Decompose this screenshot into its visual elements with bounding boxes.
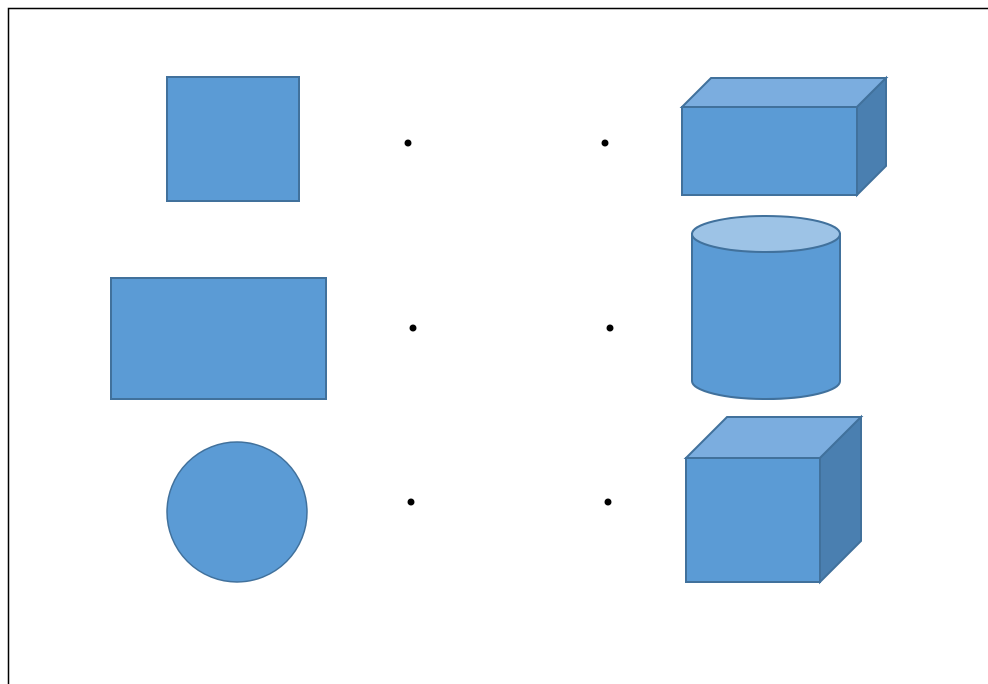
square-shape[interactable] <box>166 76 300 202</box>
rectangle-shape[interactable] <box>110 277 327 400</box>
match-dot-right-2[interactable] <box>606 324 614 332</box>
worksheet-frame <box>7 7 988 684</box>
cylinder-body <box>691 233 841 400</box>
cylinder-shape[interactable] <box>691 215 841 400</box>
cube-shape[interactable] <box>683 414 864 585</box>
cuboid-front-face <box>681 106 858 196</box>
match-dot-right-1[interactable] <box>601 139 609 147</box>
cylinder-top-face <box>691 215 841 253</box>
match-dot-left-2[interactable] <box>409 324 417 332</box>
match-dot-right-3[interactable] <box>604 498 612 506</box>
match-dot-left-3[interactable] <box>407 498 415 506</box>
cuboid-shape[interactable] <box>679 75 889 198</box>
cube-front-face <box>685 457 821 583</box>
cuboid-top-face <box>679 77 889 108</box>
match-dot-left-1[interactable] <box>404 139 412 147</box>
circle-shape[interactable] <box>166 441 308 583</box>
